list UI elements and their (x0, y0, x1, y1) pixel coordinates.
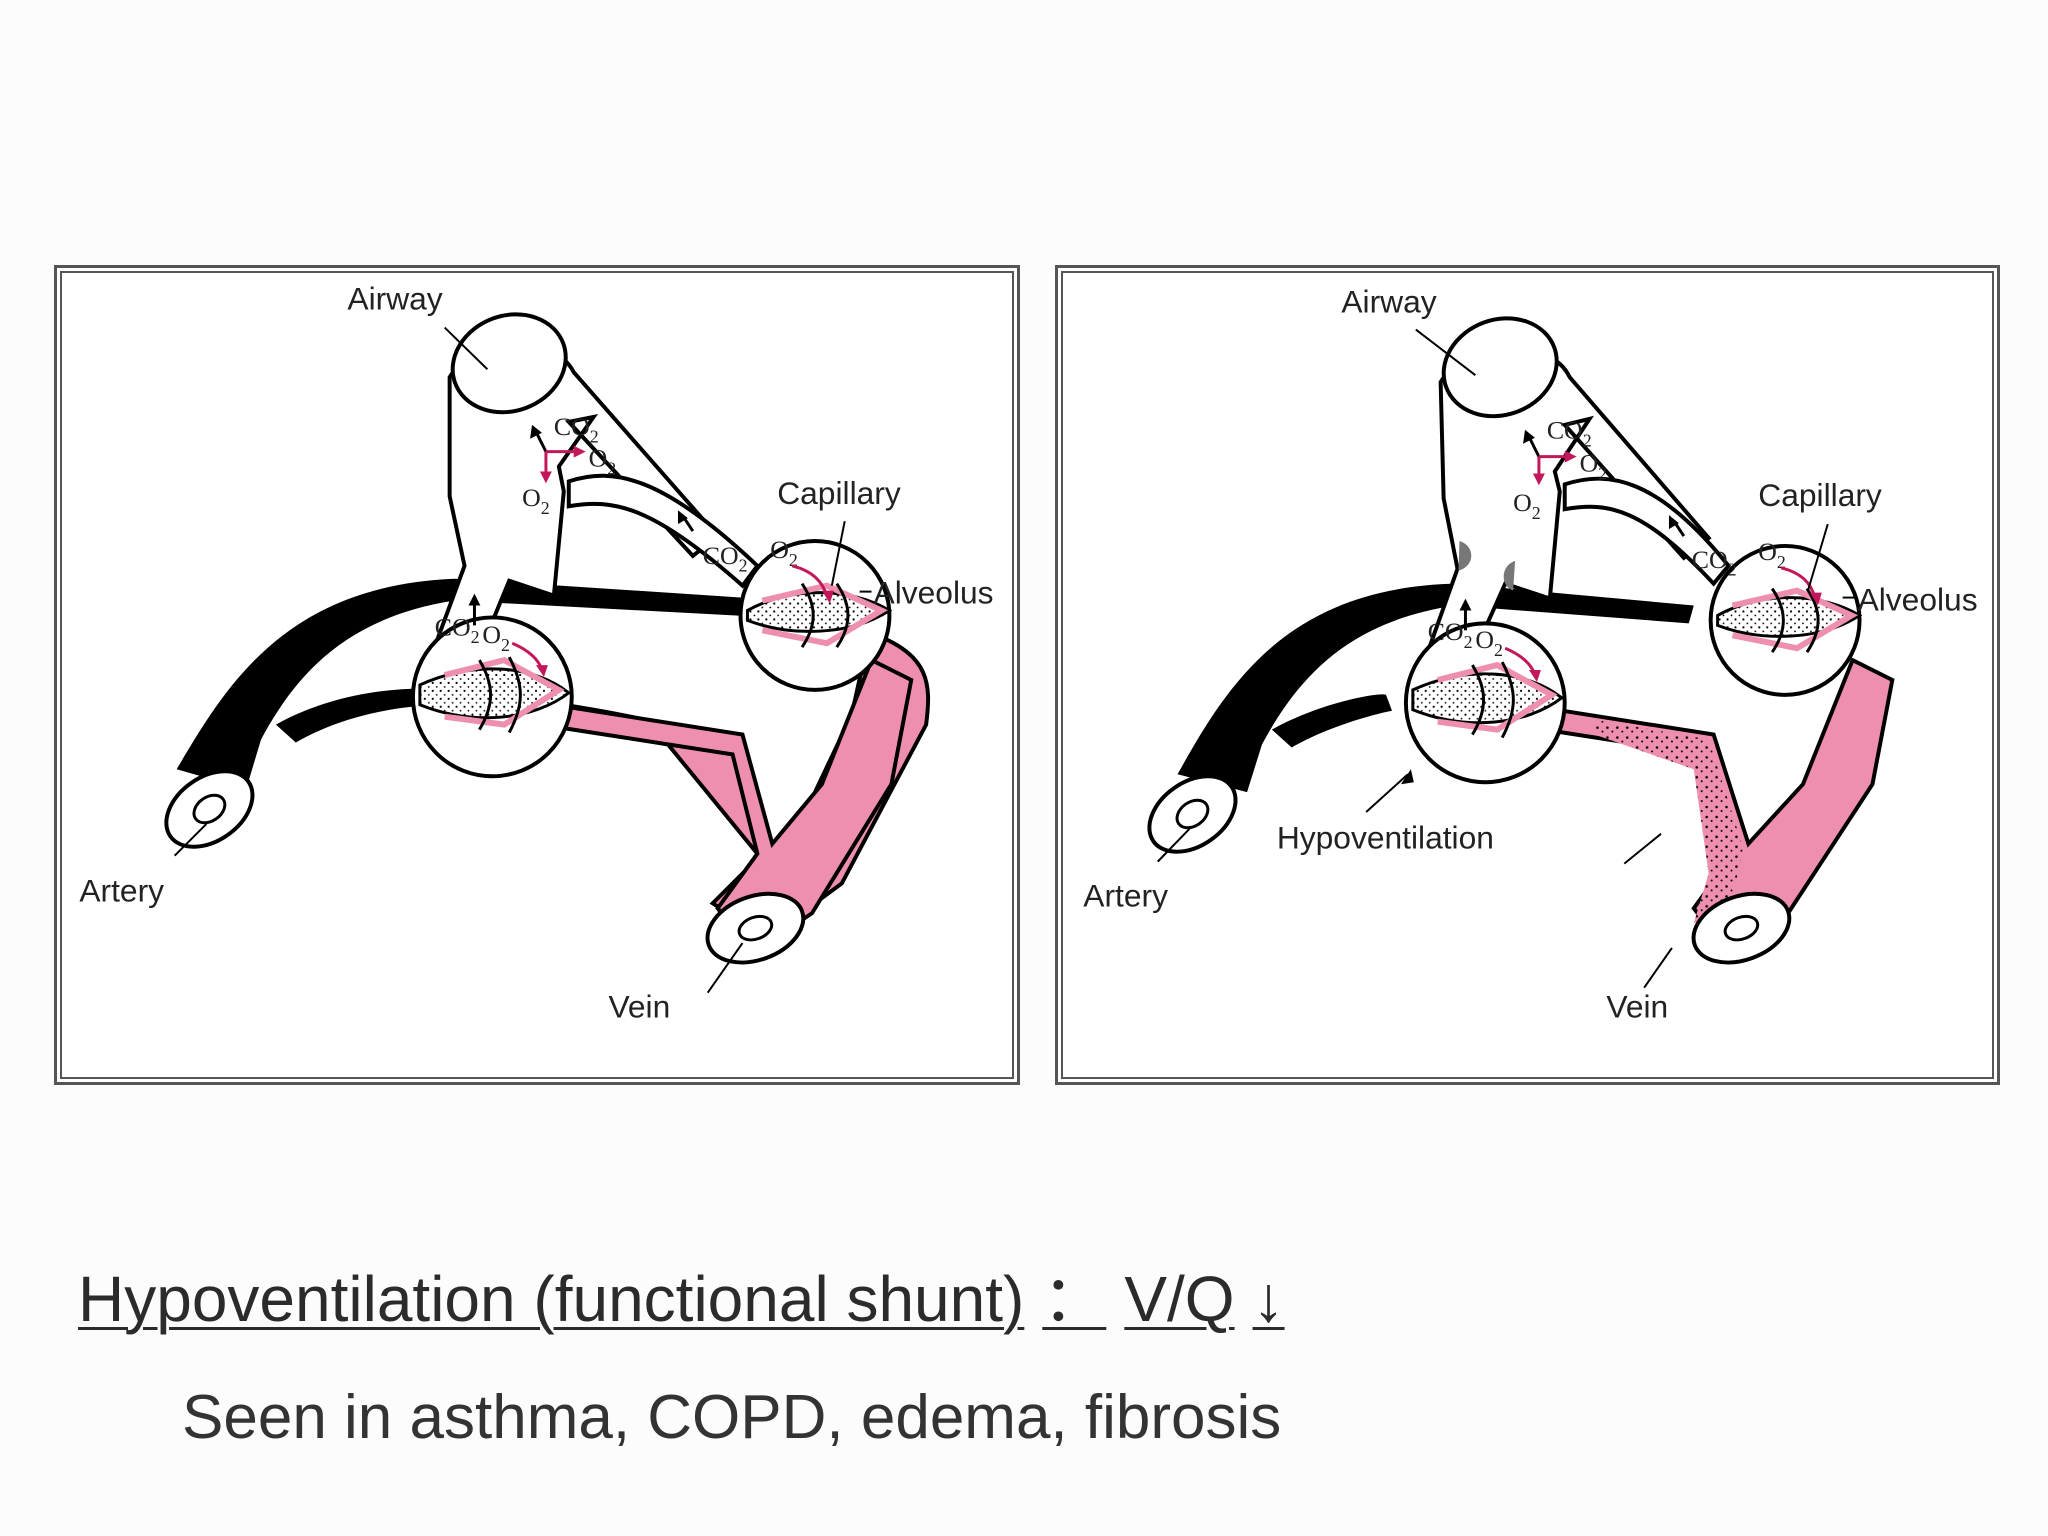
hypoventilation-panel: CO2 O2 O2 CO2 O2 CO2 O2 Airwa (1055, 265, 2000, 1085)
airway-obstruction (1458, 540, 1472, 571)
co2-label: CO (1428, 617, 1464, 646)
caption-title: Hypoventilation (functional shunt) (78, 1263, 1025, 1335)
alveolus-lower (410, 615, 574, 779)
artery-branch (1271, 694, 1392, 748)
alveolus-upper (1708, 543, 1863, 697)
slide-subtitle: Seen in asthma, COPD, edema, fibrosis (182, 1383, 1282, 1452)
artery-label: Artery (79, 872, 164, 908)
vq-ratio: V/Q (1124, 1263, 1235, 1335)
o2-label: O (1475, 625, 1494, 654)
svg-text:O2: O2 (1758, 537, 1786, 572)
gas-exchange-lower-alveolus: CO2 O2 (1428, 598, 1541, 682)
artery-branch (275, 688, 439, 743)
airway-label: Airway (347, 281, 442, 317)
caption-colon: ： (1042, 1263, 1107, 1335)
svg-text:O2: O2 (589, 444, 617, 479)
o2-label: O (589, 444, 608, 473)
hypoventilation-diagram: CO2 O2 O2 CO2 O2 CO2 O2 Airwa (1083, 284, 1978, 1025)
svg-text:CO2: CO2 (1692, 545, 1737, 580)
o2-label: O (1758, 537, 1777, 566)
normal-ventilation-panel: CO2 O2 O2 CO2 O2 CO2 O2 Airway Capillary (54, 265, 1020, 1085)
vein-label: Vein (608, 988, 670, 1024)
airway-opening (450, 312, 568, 415)
artery-label: Artery (1083, 877, 1168, 913)
svg-text:O2: O2 (482, 620, 510, 655)
artery-vessel (176, 578, 758, 790)
vein-trunk (551, 657, 914, 956)
svg-text:CO2: CO2 (1547, 416, 1592, 451)
svg-text:O2: O2 (1475, 625, 1503, 660)
svg-text:CO2: CO2 (435, 612, 480, 647)
co2-label: CO (435, 612, 471, 641)
slide-caption: Hypoventilation (functional shunt)：V/Q↓ (78, 1248, 1285, 1340)
svg-text:CO2: CO2 (703, 541, 748, 576)
venous-admixture (1594, 719, 1744, 924)
o2-label: O (482, 620, 501, 649)
gas-exchange-lower-alveolus: CO2 O2 (435, 593, 548, 677)
svg-text:O2: O2 (770, 535, 798, 570)
airway-label: Airway (1341, 284, 1436, 320)
artery-vessel (1177, 583, 1694, 793)
svg-text:CO2: CO2 (1428, 617, 1473, 652)
o2-label: O (770, 535, 789, 564)
svg-text:CO2: CO2 (554, 412, 599, 447)
o2-label: O (1513, 488, 1532, 517)
co2-label: CO (1547, 416, 1583, 445)
alveolus-lower-hypoventilated (1403, 621, 1567, 785)
svg-text:O2: O2 (522, 483, 550, 518)
co2-label: CO (1692, 545, 1728, 574)
hypoventilation-label: Hypoventilation (1277, 820, 1494, 856)
gas-exchange-top: CO2 O2 O2 (1513, 416, 1607, 523)
gas-exchange-top: CO2 O2 O2 (522, 412, 616, 518)
alveolus-label: Alveolus (874, 575, 994, 611)
co2-label: CO (554, 412, 590, 441)
gas-exchange-upper-alveolus: CO2 O2 (1668, 515, 1822, 606)
o2-label: O (1580, 449, 1599, 478)
down-arrow-icon: ↓ (1252, 1263, 1285, 1335)
co2-label: CO (703, 541, 739, 570)
o2-label: O (522, 483, 541, 512)
alveolus-upper (738, 539, 893, 692)
capillary-label: Capillary (777, 475, 901, 511)
alveolus-label: Alveolus (1858, 581, 1978, 617)
capillary-label: Capillary (1758, 477, 1882, 513)
airway-obstruction (1503, 560, 1516, 591)
normal-ventilation-diagram: CO2 O2 O2 CO2 O2 CO2 O2 Airway Capillary (79, 281, 994, 1025)
airway-opening (1441, 316, 1559, 419)
svg-text:O2: O2 (1513, 488, 1541, 523)
svg-text:O2: O2 (1580, 449, 1608, 484)
gas-exchange-upper-alveolus: CO2 O2 (677, 510, 834, 604)
vein-label: Vein (1606, 988, 1668, 1024)
